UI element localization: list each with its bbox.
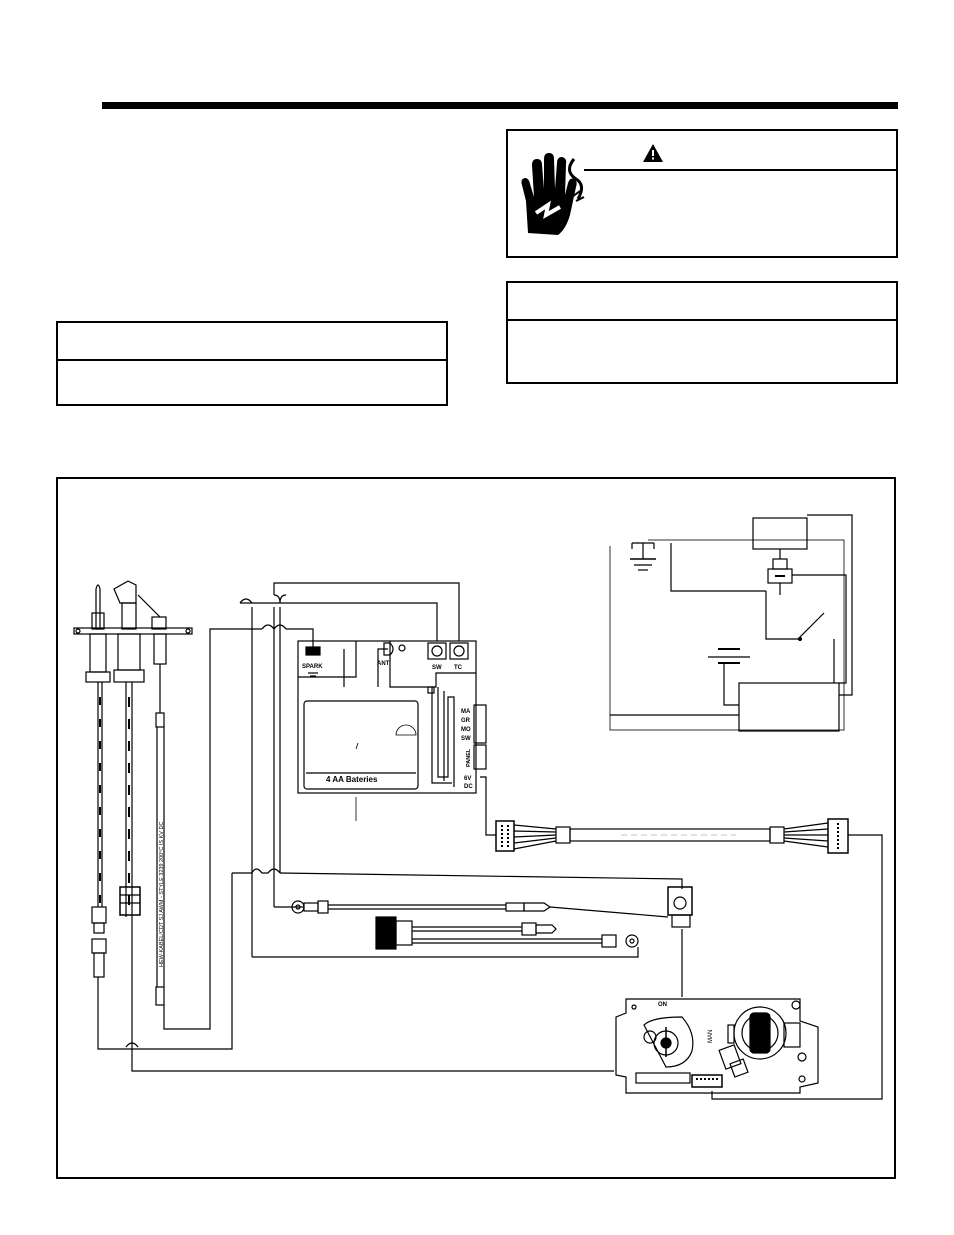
sw2-label: SW (461, 736, 471, 742)
warning-triangle-icon (643, 144, 663, 162)
gr-label: GR (461, 718, 471, 724)
spark-connector (305, 646, 321, 656)
wiring-harness (480, 776, 883, 1100)
schematic-battery (708, 648, 750, 706)
schematic-module-box (738, 682, 840, 732)
battery-label: 4 AA Bateries (326, 775, 378, 784)
note-box (56, 321, 448, 406)
lead-assembly (291, 886, 693, 950)
spark-label: SPARK (302, 664, 323, 670)
dc-label-1: 6V (464, 776, 471, 782)
wiring-diagram: HEW-KABEL/CDT SJ AWM - STYLE 3239 200°C … (73, 514, 883, 1100)
ma-label: MA (461, 709, 471, 715)
wiring-diagram-frame: HEW-KABEL/CDT SJ AWM - STYLE 3239 200°C … (56, 477, 896, 1179)
gas-valve: ON MAN (615, 998, 819, 1094)
rocker-switch (375, 916, 397, 950)
warning-header-divider (584, 169, 896, 171)
wires (97, 582, 683, 1072)
tc-label: TC (454, 665, 463, 671)
ground-symbol (630, 542, 656, 571)
sw-terminal (427, 642, 447, 660)
note-header-divider (58, 359, 446, 361)
schematic-top-box (752, 517, 808, 550)
battery-compartment (303, 700, 419, 790)
schematic-switch (765, 591, 835, 683)
pilot-cable-text: HEW-KABEL/CDT SJ AWM - STYLE 3239 200°C … (159, 822, 165, 967)
warning-box (506, 129, 898, 258)
header-rule (102, 102, 898, 109)
ant-label: ANT (377, 661, 390, 667)
dc-label-2: DC (464, 784, 473, 790)
schematic (608, 514, 853, 732)
tc-terminal (449, 642, 469, 660)
mo-label: MO (461, 727, 471, 733)
valve-man-label: MAN (708, 1030, 714, 1043)
electric-shock-hand-icon (521, 153, 585, 235)
sw-label: SW (432, 665, 442, 671)
pilot-assembly: HEW-KABEL/CDT SJ AWM - STYLE 3239 200°C … (73, 580, 193, 1006)
valve-on-label: ON (658, 1002, 667, 1008)
control-board: SPARK ANT SW TC MA GR MO SW PANEL 6V DC … (297, 640, 487, 821)
caution-box (506, 281, 898, 384)
panel-label: PANEL (466, 748, 472, 767)
caution-header-divider (508, 319, 896, 321)
